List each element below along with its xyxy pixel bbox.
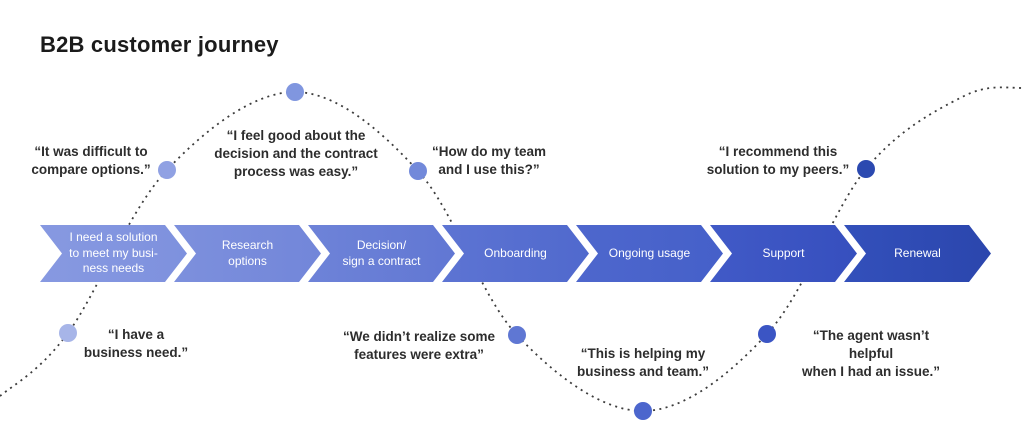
curve-milestone-dot <box>59 324 77 342</box>
curve-milestone-dot <box>758 325 776 343</box>
curve-milestone-dot <box>634 402 652 420</box>
curve-milestone-dot <box>409 162 427 180</box>
quote-business-need: “I have a business need.” <box>83 327 189 360</box>
quote-feel-good: “I feel good about the decision and the … <box>214 128 378 179</box>
quote-how-use: “How do my team and I use this?” <box>431 144 547 177</box>
curve-milestone-dot <box>857 160 875 178</box>
curve-milestone-dot <box>286 83 304 101</box>
quote-recommend: “I recommend this solution to my peers.” <box>706 144 850 177</box>
quote-agent-not-helpful: “The agent wasn’t helpful when I had an … <box>801 328 941 379</box>
quote-features-extra: “We didn’t realize some features were ex… <box>342 329 496 362</box>
quote-helping-business: “This is helping my business and team.” <box>576 346 710 379</box>
quote-compare-options: “It was difficult to compare options.” <box>31 144 151 177</box>
curve-milestone-dot <box>158 161 176 179</box>
curve-milestone-dot <box>508 326 526 344</box>
page-title: B2B customer journey <box>40 32 279 57</box>
